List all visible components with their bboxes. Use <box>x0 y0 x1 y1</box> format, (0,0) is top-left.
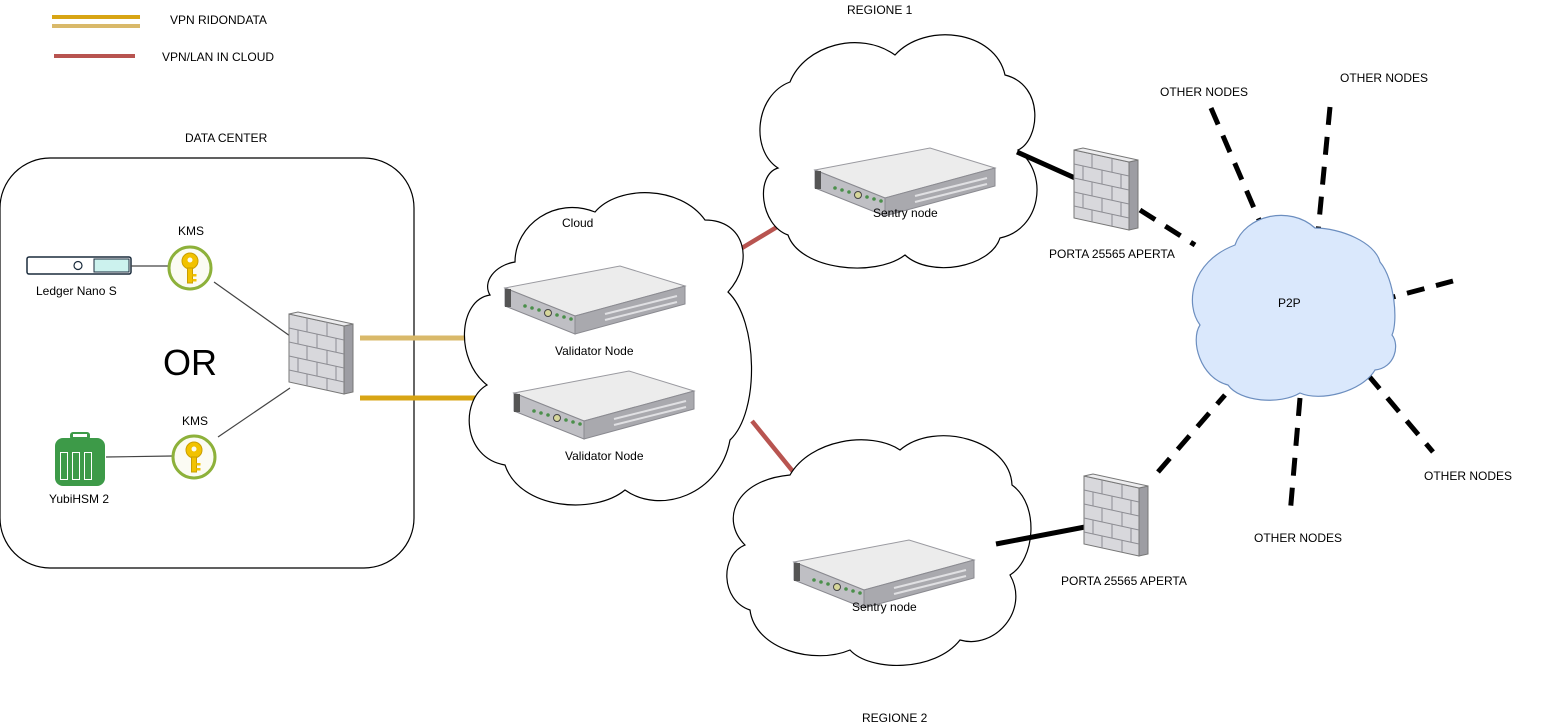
p2p-label: P2P <box>1278 296 1301 310</box>
legend: VPN RIDONDATA VPN/LAN IN CLOUD <box>52 13 274 64</box>
legend-vpn-redundant-label: VPN RIDONDATA <box>170 13 267 27</box>
validator-node-top-label: Validator Node <box>555 344 634 358</box>
region2-sentry-label: Sentry node <box>852 600 917 614</box>
kms-top-firewall-link <box>213 281 291 337</box>
kms-bottom-key-icon <box>171 434 217 480</box>
kms-bottom-firewall-link <box>217 387 291 438</box>
other-nodes-link-2 <box>1315 106 1333 233</box>
region2-firewall-label: PORTA 25565 APERTA <box>1061 574 1187 588</box>
region2-sentry-firewall-link <box>995 524 1086 547</box>
region2-cloud: REGIONE 2 Sentry node <box>726 435 1032 725</box>
region1-cloud: REGIONE 1 Sentry node <box>759 3 1038 269</box>
other-nodes-link-1 <box>1208 107 1263 223</box>
ledger-device-icon <box>26 256 132 275</box>
region1-sentry-label: Sentry node <box>873 206 938 220</box>
region1-p2p-link <box>1138 207 1197 248</box>
yubihsm-kms-link <box>105 455 173 458</box>
vpn-cloud-link-region2 <box>750 419 797 476</box>
kms-bottom-label: KMS <box>182 414 208 428</box>
region1-sentry-firewall-link <box>1015 149 1077 181</box>
other-nodes-label-2: OTHER NODES <box>1340 71 1428 85</box>
ledger-label: Ledger Nano S <box>36 284 117 298</box>
or-label: OR <box>163 342 217 383</box>
data-center-title: DATA CENTER <box>185 131 268 145</box>
other-nodes-label-3: OTHER NODES <box>1424 469 1512 483</box>
datacenter-firewall-icon <box>288 311 354 395</box>
other-nodes-label-1: OTHER NODES <box>1160 85 1248 99</box>
data-center-box <box>0 157 415 569</box>
region1-firewall-icon <box>1073 147 1139 231</box>
other-nodes-label-4: OTHER NODES <box>1254 531 1342 545</box>
data-center: DATA CENTER Ledger Nano S KMS OR YubiHSM… <box>0 131 415 569</box>
other-nodes-link-4 <box>1366 373 1435 454</box>
region1-firewall-label: PORTA 25565 APERTA <box>1049 247 1175 261</box>
region2-title: REGIONE 2 <box>862 711 928 725</box>
validator-cloud: Cloud Validator Node Validator Node <box>463 192 753 506</box>
region2-p2p-link <box>1156 393 1227 474</box>
yubihsm-device-icon <box>55 432 105 486</box>
kms-top-key-icon <box>167 245 213 291</box>
p2p-cloud: P2P <box>1191 214 1397 401</box>
region2-firewall-icon <box>1083 473 1149 557</box>
legend-vpn-cloud-label: VPN/LAN IN CLOUD <box>162 50 274 64</box>
yubihsm-label: YubiHSM 2 <box>49 492 109 506</box>
kms-top-label: KMS <box>178 224 204 238</box>
region1-title: REGIONE 1 <box>847 3 913 17</box>
other-nodes-link-5 <box>1287 397 1303 516</box>
cloud-title: Cloud <box>562 216 593 230</box>
validator-node-bottom-label: Validator Node <box>565 449 644 463</box>
